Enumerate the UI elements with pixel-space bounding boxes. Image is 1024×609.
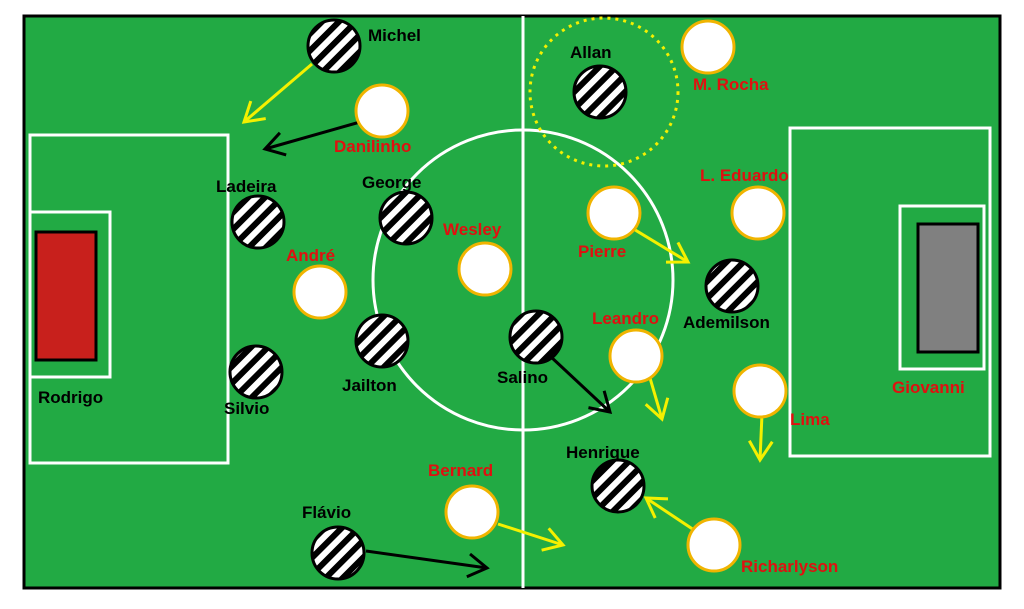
player-token-richarlyson xyxy=(686,517,742,573)
player-label-richarlyson: Richarlyson xyxy=(741,557,838,576)
player-token-wesley xyxy=(457,241,513,297)
highlight-ring xyxy=(528,16,680,168)
arrow-lima xyxy=(748,413,774,463)
arrow-richarlyson xyxy=(643,496,695,532)
player-token-l-eduardo xyxy=(730,185,786,241)
player-token-bernard xyxy=(444,484,500,540)
center-circle xyxy=(371,128,675,432)
player-label-allan: Allan xyxy=(570,43,612,62)
pitch-markings xyxy=(28,16,992,588)
player-token-michel xyxy=(306,18,362,74)
player-label-andre: André xyxy=(286,246,335,265)
player-token-george xyxy=(378,190,434,246)
player-token-salino xyxy=(508,309,564,365)
arrow-pierre xyxy=(631,226,691,264)
player-token-leandro xyxy=(608,328,664,384)
arrow-bernard xyxy=(497,522,566,552)
player-token-jailton xyxy=(354,313,410,369)
player-label-lima: Lima xyxy=(790,410,830,429)
player-token-flavio xyxy=(310,525,366,581)
player-label-m-rocha: M. Rocha xyxy=(693,75,769,94)
player-token-danilinho xyxy=(354,83,410,139)
player-label-ademilson: Ademilson xyxy=(683,313,770,332)
player-token-ladeira xyxy=(230,194,286,250)
player-token-lima xyxy=(732,363,788,419)
player-label-l-eduardo: L. Eduardo xyxy=(700,166,789,185)
player-label-george: George xyxy=(362,173,422,192)
right-penalty-area xyxy=(788,126,992,458)
arrow-salino xyxy=(548,354,613,414)
player-label-flavio: Flávio xyxy=(302,503,351,522)
away-keeper-marker xyxy=(916,222,980,354)
player-label-pierre: Pierre xyxy=(578,242,626,261)
player-label-leandro: Leandro xyxy=(592,309,659,328)
player-label-silvio: Silvio xyxy=(224,399,269,418)
player-tokens xyxy=(228,18,788,581)
arrow-leandro xyxy=(644,377,670,422)
player-token-ademilson xyxy=(704,258,760,314)
keeper-label-giovanni: Giovanni xyxy=(892,378,965,397)
player-token-m-rocha xyxy=(680,19,736,75)
movement-arrows xyxy=(241,62,774,579)
player-token-allan xyxy=(572,64,628,120)
player-token-henrique xyxy=(590,458,646,514)
arrow-flavio xyxy=(365,549,490,579)
arrow-michel xyxy=(241,62,313,124)
player-label-danilinho: Danilinho xyxy=(334,137,411,156)
player-label-bernard: Bernard xyxy=(428,461,493,480)
arrow-danilinho xyxy=(262,120,361,157)
player-label-salino: Salino xyxy=(497,368,548,387)
right-goal-area xyxy=(898,204,986,371)
player-label-ladeira: Ladeira xyxy=(216,177,277,196)
player-label-michel: Michel xyxy=(368,26,421,45)
left-goal-area xyxy=(28,210,112,379)
player-label-wesley: Wesley xyxy=(443,220,502,239)
player-token-pierre xyxy=(586,185,642,241)
pitch-surface xyxy=(22,14,1002,590)
player-label-henrique: Henrique xyxy=(566,443,640,462)
player-token-silvio xyxy=(228,344,284,400)
home-keeper-marker xyxy=(34,230,98,362)
player-token-andre xyxy=(292,264,348,320)
keeper-label-rodrigo: Rodrigo xyxy=(38,388,103,407)
player-label-jailton: Jailton xyxy=(342,376,397,395)
